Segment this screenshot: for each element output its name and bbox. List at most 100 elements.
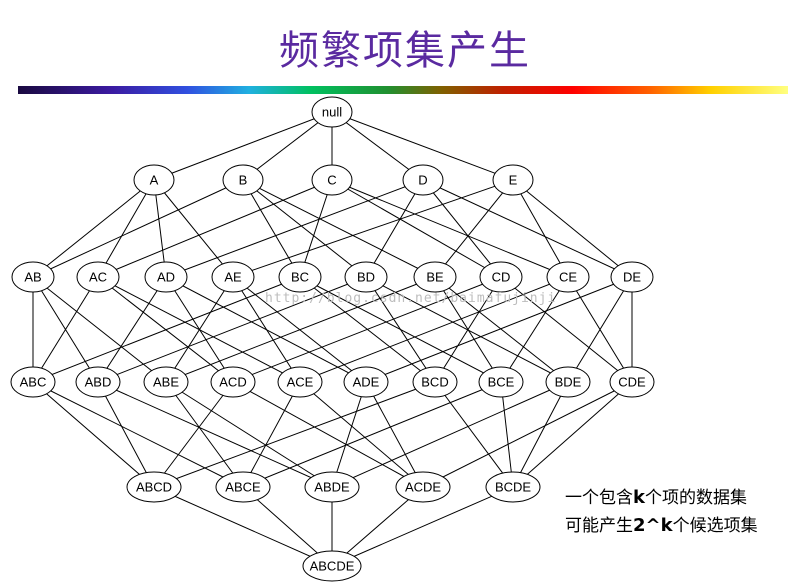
edge-ABCD-ABCDE — [153, 486, 333, 567]
node-ellipse — [485, 471, 541, 503]
node-ABE: ABE — [143, 366, 189, 398]
caption-line-2: 可能产生2^k个候选项集 — [565, 515, 758, 536]
node-D: D — [402, 164, 444, 196]
edge-BCD-BCDE — [434, 381, 514, 488]
node-ellipse — [478, 366, 524, 398]
edge-AE-ABE — [165, 276, 234, 383]
node-label: ACD — [219, 375, 246, 390]
node-BCD: BCD — [412, 366, 458, 398]
edge-C-AC — [97, 179, 333, 278]
node-ABC: ABC — [10, 366, 56, 398]
node-ellipse — [210, 366, 256, 398]
node-label: BCDE — [495, 480, 531, 495]
node-AD: AD — [144, 261, 188, 293]
edge-AB-ABE — [32, 276, 167, 383]
node-label: ABCD — [136, 480, 172, 495]
node-label: A — [150, 173, 159, 188]
edge-null-D — [331, 111, 424, 181]
node-ellipse — [211, 261, 255, 293]
node-ellipse — [278, 261, 322, 293]
edge-BD-BCD — [365, 276, 436, 383]
node-ellipse — [344, 261, 388, 293]
edge-ABC-ABCD — [32, 381, 155, 488]
node-BCDE: BCDE — [485, 471, 541, 503]
node-AE: AE — [211, 261, 255, 293]
node-ellipse — [10, 366, 56, 398]
edge-ABD-ABCD — [97, 381, 155, 488]
node-ellipse — [222, 164, 264, 196]
node-null: null — [311, 96, 353, 128]
edge-C-CE — [331, 179, 569, 278]
edge-B-BC — [242, 179, 301, 278]
node-ellipse — [302, 550, 362, 582]
node-label: B — [239, 173, 248, 188]
edge-DE-ADE — [365, 276, 633, 383]
edge-ABE-ABCE — [165, 381, 244, 488]
edge-AD-ABD — [97, 276, 167, 383]
rainbow-divider — [18, 86, 788, 94]
edge-CE-BCE — [500, 276, 569, 383]
node-ellipse — [545, 366, 591, 398]
edge-BCDE-ABCDE — [331, 486, 514, 567]
edge-ABD-ABDE — [97, 381, 333, 488]
edge-A-AC — [97, 179, 155, 278]
edge-BD-BDE — [365, 276, 569, 383]
edge-BD-ABD — [97, 276, 367, 383]
edge-CD-ACD — [232, 276, 502, 383]
edge-ABE-ABDE — [165, 381, 333, 488]
node-ellipse — [311, 96, 353, 128]
node-ellipse — [412, 366, 458, 398]
caption-line-1: 一个包含k个项的数据集 — [565, 487, 747, 508]
edge-B-BD — [242, 179, 367, 278]
node-label: BCE — [488, 375, 515, 390]
node-label: ADE — [353, 375, 380, 390]
edge-BCE-BCDE — [500, 381, 514, 488]
edge-E-AE — [232, 179, 514, 278]
node-label: C — [327, 173, 336, 188]
node-AC: AC — [76, 261, 120, 293]
node-E: E — [492, 164, 534, 196]
node-B: B — [222, 164, 264, 196]
node-AB: AB — [11, 261, 55, 293]
node-ADE: ADE — [343, 366, 389, 398]
node-label: AC — [89, 270, 107, 285]
edge-BCD-ABCD — [153, 381, 436, 488]
node-ellipse — [215, 471, 271, 503]
node-ABCE: ABCE — [215, 471, 271, 503]
edge-AE-ACE — [232, 276, 301, 383]
edge-ACD-ACDE — [232, 381, 424, 488]
node-ellipse — [343, 366, 389, 398]
edge-C-CD — [331, 179, 502, 278]
edge-C-BC — [299, 179, 333, 278]
node-ellipse — [610, 261, 654, 293]
node-ellipse — [277, 366, 323, 398]
node-label: AE — [224, 270, 242, 285]
node-label: BC — [291, 270, 309, 285]
edge-CD-BCD — [434, 276, 502, 383]
edge-CDE-BCDE — [512, 381, 633, 488]
node-ellipse — [11, 261, 55, 293]
node-label: BDE — [555, 375, 582, 390]
node-BCE: BCE — [478, 366, 524, 398]
node-ellipse — [75, 366, 121, 398]
edge-A-AE — [153, 179, 234, 278]
edge-DE-BDE — [567, 276, 633, 383]
edge-CDE-ACDE — [422, 381, 633, 488]
edge-ADE-ABDE — [331, 381, 367, 488]
node-C: C — [311, 164, 353, 196]
node-ACE: ACE — [277, 366, 323, 398]
node-ellipse — [76, 261, 120, 293]
edge-D-BD — [365, 179, 424, 278]
node-ACD: ACD — [210, 366, 256, 398]
node-CD: CD — [479, 261, 523, 293]
caption-note: 一个包含k个项的数据集 可能产生2^k个候选项集 — [565, 484, 758, 540]
node-ABCDE: ABCDE — [302, 550, 362, 582]
node-ABD: ABD — [75, 366, 121, 398]
node-label: AD — [157, 270, 175, 285]
node-ellipse — [492, 164, 534, 196]
node-ellipse — [304, 471, 360, 503]
node-ellipse — [126, 471, 182, 503]
node-ellipse — [311, 164, 353, 196]
